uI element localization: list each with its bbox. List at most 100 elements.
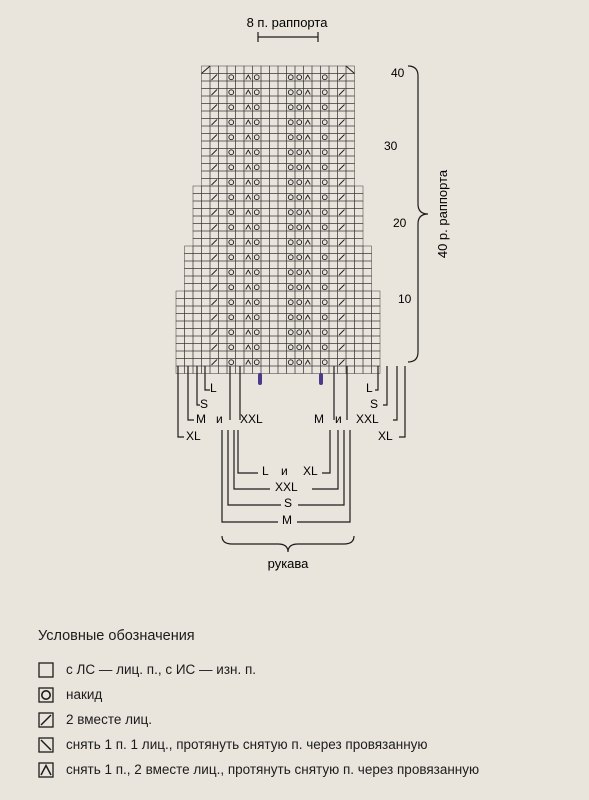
grid-cell — [269, 163, 279, 172]
grid-cell — [218, 343, 228, 352]
grid-cell — [218, 155, 228, 164]
grid-cell — [337, 185, 347, 194]
grid-cell — [235, 80, 245, 89]
grid-cell — [201, 170, 211, 179]
grid-cell — [235, 193, 245, 202]
grid-cell — [294, 125, 304, 134]
grid-cell — [260, 170, 270, 179]
k2tog-symbol — [338, 134, 345, 141]
yarn-over-symbol — [321, 254, 328, 261]
grid-cell — [354, 193, 364, 202]
grid-cell — [235, 320, 245, 329]
yarn-over-symbol — [253, 119, 260, 126]
yarn-over-symbol — [228, 179, 235, 186]
grid-cell — [311, 260, 321, 269]
grid-cell — [235, 95, 245, 104]
grid-cell — [354, 343, 364, 352]
grid-cell — [311, 238, 321, 247]
grid-cell — [192, 230, 202, 239]
sk2p-symbol — [304, 149, 311, 155]
grid-cell — [209, 320, 219, 329]
yarn-over-symbol — [296, 314, 303, 321]
repeat-height-brace — [407, 65, 429, 363]
size-label-left-i: и — [216, 412, 223, 426]
grid-cell — [192, 305, 202, 314]
k2tog-symbol — [338, 254, 345, 261]
k2tog-symbol — [211, 224, 218, 231]
k2tog-symbol — [338, 239, 345, 246]
grid-cell — [354, 208, 364, 217]
sk2p-symbol — [245, 149, 252, 155]
yarn-over-symbol — [287, 359, 294, 366]
grid-cell — [294, 365, 304, 374]
sk2p-symbol — [304, 179, 311, 185]
grid-cell — [209, 365, 219, 374]
grid-cell — [175, 313, 185, 322]
grid-cell — [201, 358, 211, 367]
yarn-over-symbol — [321, 224, 328, 231]
grid-cell — [269, 215, 279, 224]
grid-cell — [354, 358, 364, 367]
grid-cell — [286, 170, 296, 179]
grid-cell — [235, 245, 245, 254]
legend-item-sk2p: снять 1 п., 2 вместе лиц., протянуть сня… — [38, 758, 568, 781]
grid-cell — [337, 275, 347, 284]
grid-cell — [328, 163, 338, 172]
grid-cell — [354, 305, 364, 314]
grid-cell — [362, 260, 372, 269]
grid-cell — [311, 80, 321, 89]
yarn-over-symbol — [228, 194, 235, 201]
size-line — [177, 366, 184, 438]
grid-cell — [252, 200, 262, 209]
grid-cell — [201, 178, 211, 187]
grid-cell — [337, 245, 347, 254]
grid-cell — [311, 335, 321, 344]
grid-cell — [243, 80, 253, 89]
sk2p-symbol — [304, 194, 311, 200]
legend: Условные обозначения с ЛС — лиц. п., с И… — [38, 628, 568, 783]
grid-cell — [328, 328, 338, 337]
yarn-over-symbol — [321, 344, 328, 351]
grid-cell — [201, 185, 211, 194]
yarn-over-symbol — [296, 194, 303, 201]
yarn-over-symbol — [253, 164, 260, 171]
grid-cell — [303, 170, 313, 179]
grid-cell — [337, 260, 347, 269]
k2tog-symbol — [211, 314, 218, 321]
grid-cell — [269, 253, 279, 262]
grid-cell — [311, 253, 321, 262]
grid-cell — [192, 328, 202, 337]
grid-cell — [320, 260, 330, 269]
grid-cell — [175, 320, 185, 329]
grid-cell — [303, 140, 313, 149]
grid-cell — [277, 133, 287, 142]
grid-cell — [354, 290, 364, 299]
grid-cell — [362, 245, 372, 254]
grid-cell — [371, 290, 381, 299]
grid-cell — [277, 245, 287, 254]
grid-cell — [252, 170, 262, 179]
grid-cell — [218, 268, 228, 277]
grid-cell — [286, 140, 296, 149]
grid-cell — [303, 110, 313, 119]
sk2p-symbol — [245, 344, 252, 350]
grid-cell — [269, 328, 279, 337]
grid-cell — [328, 313, 338, 322]
grid-cell — [218, 95, 228, 104]
grid-cell — [303, 185, 313, 194]
grid-cell — [320, 275, 330, 284]
grid-cell — [277, 73, 287, 82]
grid-cell — [328, 245, 338, 254]
yarn-over-symbol — [296, 254, 303, 261]
grid-cell — [362, 290, 372, 299]
yarn-over-symbol — [296, 344, 303, 351]
grid-cell — [235, 200, 245, 209]
grid-cell — [345, 275, 355, 284]
grid-cell — [286, 80, 296, 89]
grid-cell — [260, 313, 270, 322]
grid-cell — [354, 350, 364, 359]
grid-cell — [337, 95, 347, 104]
repeat-width-bracket — [257, 32, 319, 42]
grid-cell — [294, 215, 304, 224]
grid-cell — [328, 193, 338, 202]
